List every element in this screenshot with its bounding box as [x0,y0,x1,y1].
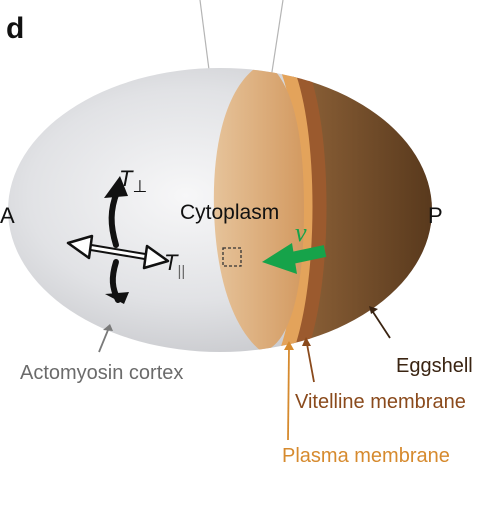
tension-perpendicular-label: T⊥ [119,166,147,196]
parallel-arrowhead-right [142,244,170,270]
plasma-membrane-pointer-head [284,341,294,350]
zoom-region-box [222,247,242,267]
eggshell-pointer [372,311,391,339]
eggshell-pointer-head [369,306,378,314]
vitelline-membrane-layer [286,68,327,352]
actomyosin-cortex-label: Actomyosin cortex [20,362,183,384]
parallel-tension-arrow-shaft-inner [87,245,149,259]
velocity-label: v [295,218,307,247]
cytoplasmic-flow-arrowhead [262,243,297,274]
posterior-pole-label: P [428,203,443,228]
cortex-pointer-head [103,324,113,331]
eggshell-label: Eggshell [396,355,473,377]
perpendicular-arrowhead-down [105,292,129,304]
anterior-pole-label: A [0,203,15,228]
parallel-arrowhead-left [66,234,94,260]
plasma-membrane-layer [276,68,313,352]
cytoplasm-label: Cytoplasm [180,201,279,224]
vitelline-pointer [306,343,315,383]
plasma-membrane-label: Plasma membrane [282,445,450,467]
vitelline-pointer-head [302,337,311,346]
cytoplasm-region [213,68,304,352]
tension-parallel-label: T|| [164,250,185,280]
cortex-pointer [98,329,109,353]
plasma-membrane-pointer [287,347,290,441]
perpendicular-arrowhead-up [104,176,128,198]
vitelline-membrane-label: Vitelline membrane [295,391,466,413]
panel-label: d [6,12,24,45]
